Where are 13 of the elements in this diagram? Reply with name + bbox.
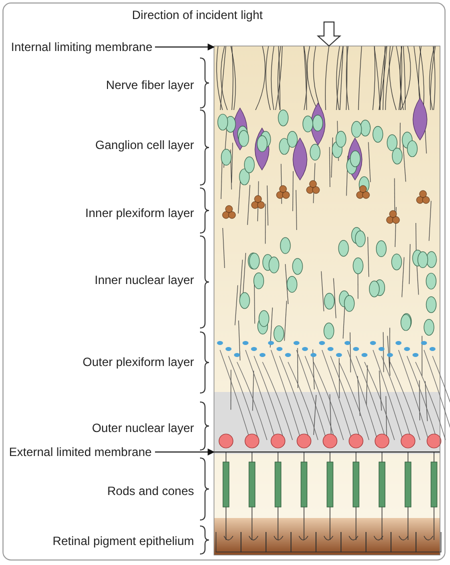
heading-text: Direction of incident light xyxy=(132,8,263,22)
layer-label: Internal limiting membrane xyxy=(11,40,152,54)
layer-label: Outer nuclear layer xyxy=(92,421,194,435)
layer-label: Nerve fiber layer xyxy=(106,78,194,92)
layer-label: Inner plexiform layer xyxy=(85,206,194,220)
leader-arrow xyxy=(154,448,215,456)
layer-label: Rods and cones xyxy=(107,484,194,498)
layer-label: Inner nuclear layer xyxy=(94,273,194,287)
layer-label: External limited membrane xyxy=(9,445,152,459)
layer-label: Outer plexiform layer xyxy=(82,355,194,369)
layer-label: Ganglion cell layer xyxy=(95,138,194,152)
leader-arrow xyxy=(154,44,215,50)
layer-label: Retinal pigment epithelium xyxy=(52,534,194,548)
